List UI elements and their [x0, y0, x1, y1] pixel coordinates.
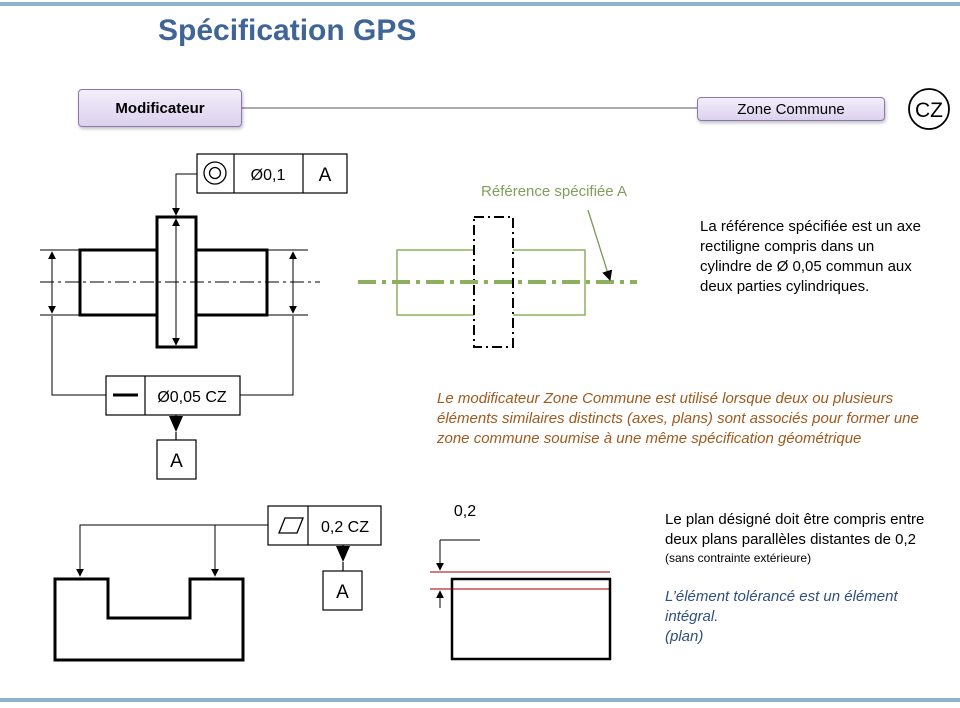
flatness-icon — [278, 517, 304, 534]
fcf-concentricity: Ø0,1 A — [196, 153, 348, 194]
common-zone-note-line: Le modificateur Zone Commune est utilisé… — [437, 390, 894, 407]
axis-description-line: cylindre de Ø 0,05 commun aux — [700, 258, 912, 275]
modifier-pill: Modificateur — [78, 89, 242, 127]
tolerance-zone-value: 0,2 — [454, 503, 476, 520]
reference-label: Référence spécifiée A — [481, 183, 627, 200]
fcf-mid-datum: A — [170, 451, 183, 472]
plane-description-small: (sans contrainte extérieure) — [665, 551, 812, 565]
tolerance-zone-drawing: 0,2 — [430, 503, 612, 661]
fcf-bottom-datum: A — [336, 582, 349, 603]
top-bar-connector — [242, 107, 698, 109]
page-title: Spécification GPS — [158, 14, 417, 47]
fcf-mid-tolerance: Ø0,05 CZ — [157, 389, 227, 406]
fcf-top-tolerance: Ø0,1 — [251, 167, 286, 184]
fcf-top-datum: A — [319, 165, 332, 186]
plane-description-line: deux plans parallèles distantes de 0,2 — [665, 531, 917, 548]
common-zone-label: Zone Commune — [737, 100, 845, 118]
reference-drawing: Référence spécifiée A — [358, 183, 637, 348]
axis-description-line: deux parties cylindriques. — [700, 278, 870, 295]
fcf-bottom-tolerance: 0,2 CZ — [321, 519, 369, 536]
common-zone-pill: Zone Commune — [697, 97, 885, 121]
integral-element-line: L’élément tolérancé est un élément — [665, 588, 898, 605]
axis-description-line: La référence spécifiée est un axe — [700, 218, 921, 235]
axis-description-line: rectiligne compris dans un — [700, 238, 875, 255]
concentricity-icon — [203, 161, 227, 185]
common-zone-note-line: zone commune soumise à une même spécific… — [437, 430, 862, 447]
axis-description: La référence spécifiée est un axe rectil… — [700, 217, 921, 297]
cz-symbol: CZ — [908, 88, 950, 130]
fcf-straightness: Ø0,05 CZ A — [105, 375, 241, 480]
common-zone-note-line: éléments similaires distincts (axes, pla… — [437, 410, 919, 427]
plane-description: Le plan désigné doit être compris entre … — [665, 510, 924, 566]
modifier-label: Modificateur — [115, 99, 205, 117]
plane-description-line: Le plan désigné doit être compris entre — [665, 511, 925, 528]
common-zone-note: Le modificateur Zone Commune est utilisé… — [437, 389, 919, 449]
stepped-part — [53, 524, 268, 662]
integral-element-line: intégral. — [665, 608, 719, 625]
integral-element-note: L’élément tolérancé est un élément intég… — [665, 587, 898, 647]
top-rule — [0, 2, 960, 6]
fcf-flatness: 0,2 CZ A — [267, 505, 382, 611]
cz-symbol-text: CZ — [915, 99, 943, 122]
integral-element-line: (plan) — [665, 628, 704, 645]
shaft-drawing — [40, 173, 320, 396]
bottom-rule — [0, 698, 960, 702]
